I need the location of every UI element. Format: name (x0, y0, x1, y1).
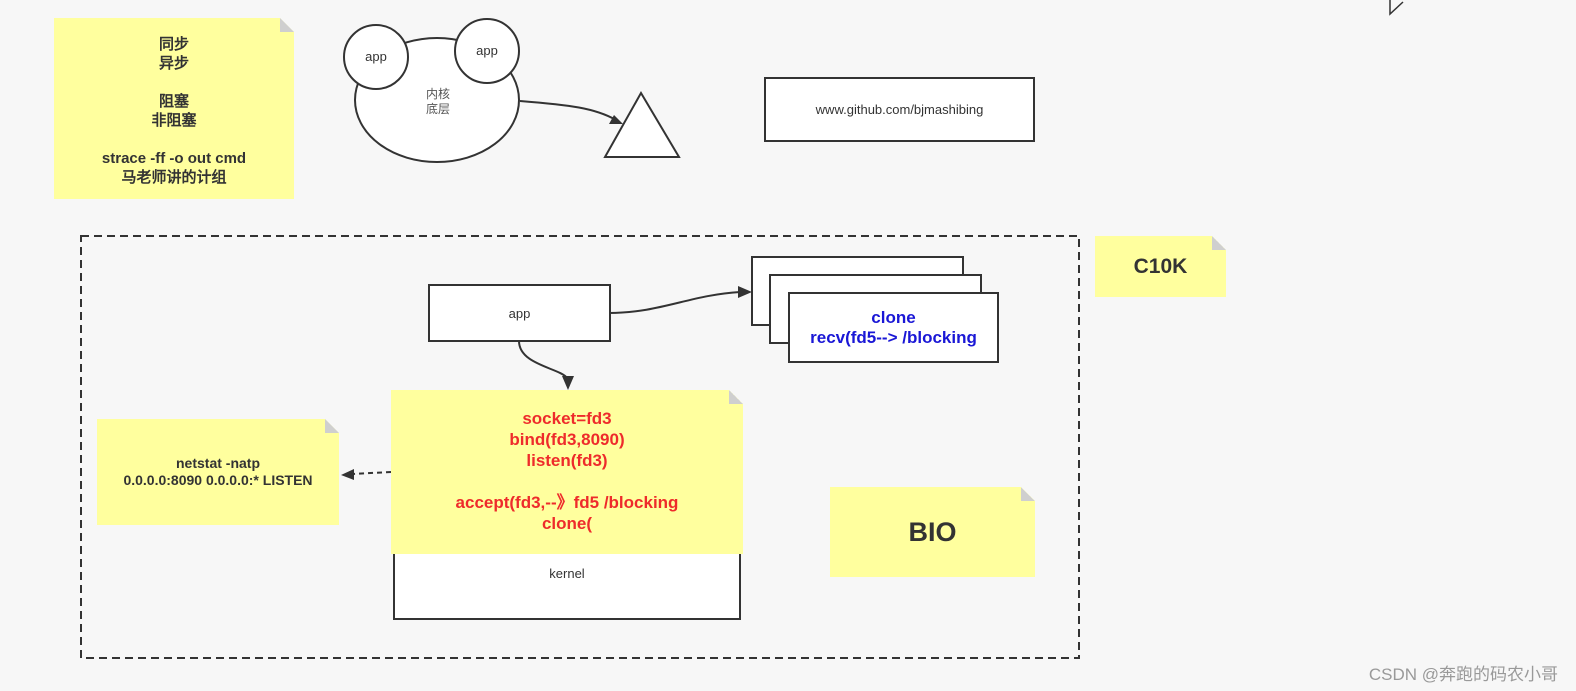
c10k-note: C10K (1095, 236, 1226, 297)
note-line: accept(fd3,--》fd5 /blocking (455, 493, 679, 512)
note-line: socket=fd3 (522, 409, 612, 428)
kernel-box-label: kernel (549, 566, 585, 581)
note-line: 阻塞 (158, 93, 189, 110)
app-circle-left (343, 24, 409, 90)
arrowhead (609, 115, 623, 124)
triangle-shape (603, 91, 681, 158)
note-line: 异步 (158, 55, 189, 72)
app-right-label: app (476, 43, 498, 58)
clone-line: clone (871, 307, 916, 327)
note-line: strace -ff -o out cmd (101, 150, 247, 167)
app-box: app (428, 284, 611, 342)
app-left-label: app (365, 49, 387, 64)
bio-note: BIO (830, 487, 1035, 577)
arrowhead (341, 469, 354, 480)
app-box-label: app (508, 305, 531, 321)
clone-box-front: clone recv(fd5--> /blocking (788, 292, 999, 363)
bio-region-border (80, 235, 1080, 659)
app-to-clone-arrow (608, 291, 741, 314)
app-circle-right (454, 18, 520, 84)
arrowhead (562, 376, 574, 390)
app-to-socket-arrow (518, 340, 568, 379)
c10k-label: C10K (1133, 254, 1188, 278)
note-line (54, 130, 294, 149)
clone-line: recv(fd5--> /blocking (810, 327, 977, 347)
socket-to-netstat-arrow (351, 471, 392, 475)
note-line: 马老师讲的计组 (121, 169, 227, 186)
note-line (54, 73, 294, 92)
note-line (391, 471, 743, 492)
note-line: 非阻塞 (151, 112, 197, 129)
watermark: CSDN @奔跑的码农小哥 (1368, 665, 1558, 684)
kernel-blob-line: 内核 (425, 87, 450, 101)
github-box: www.github.com/bjmashibing (764, 77, 1035, 142)
blob-to-triangle-arrow (519, 100, 617, 121)
kernel-blob-label: 内核 底层 (408, 87, 468, 117)
arrowhead (738, 286, 752, 298)
note-line: 0.0.0.0:8090 0.0.0.0:* LISTEN (123, 472, 313, 488)
note-line: 同步 (158, 36, 189, 53)
note-line: listen(fd3) (526, 451, 608, 470)
note-line: clone( (541, 514, 593, 533)
netstat-note: netstat -natp 0.0.0.0:8090 0.0.0.0:* LIS… (97, 419, 339, 525)
corner-shape (1389, 0, 1404, 16)
note-line: bind(fd3,8090) (509, 430, 625, 449)
bio-label: BIO (908, 516, 957, 547)
sync-async-note: 同步 异步 阻塞 非阻塞 strace -ff -o out cmd 马老师讲的… (54, 18, 294, 199)
github-url[interactable]: www.github.com/bjmashibing (815, 102, 984, 117)
kernel-blob-line: 底层 (425, 102, 450, 116)
note-line: netstat -natp (176, 455, 260, 471)
socket-note: socket=fd3 bind(fd3,8090) listen(fd3) ac… (391, 390, 743, 554)
